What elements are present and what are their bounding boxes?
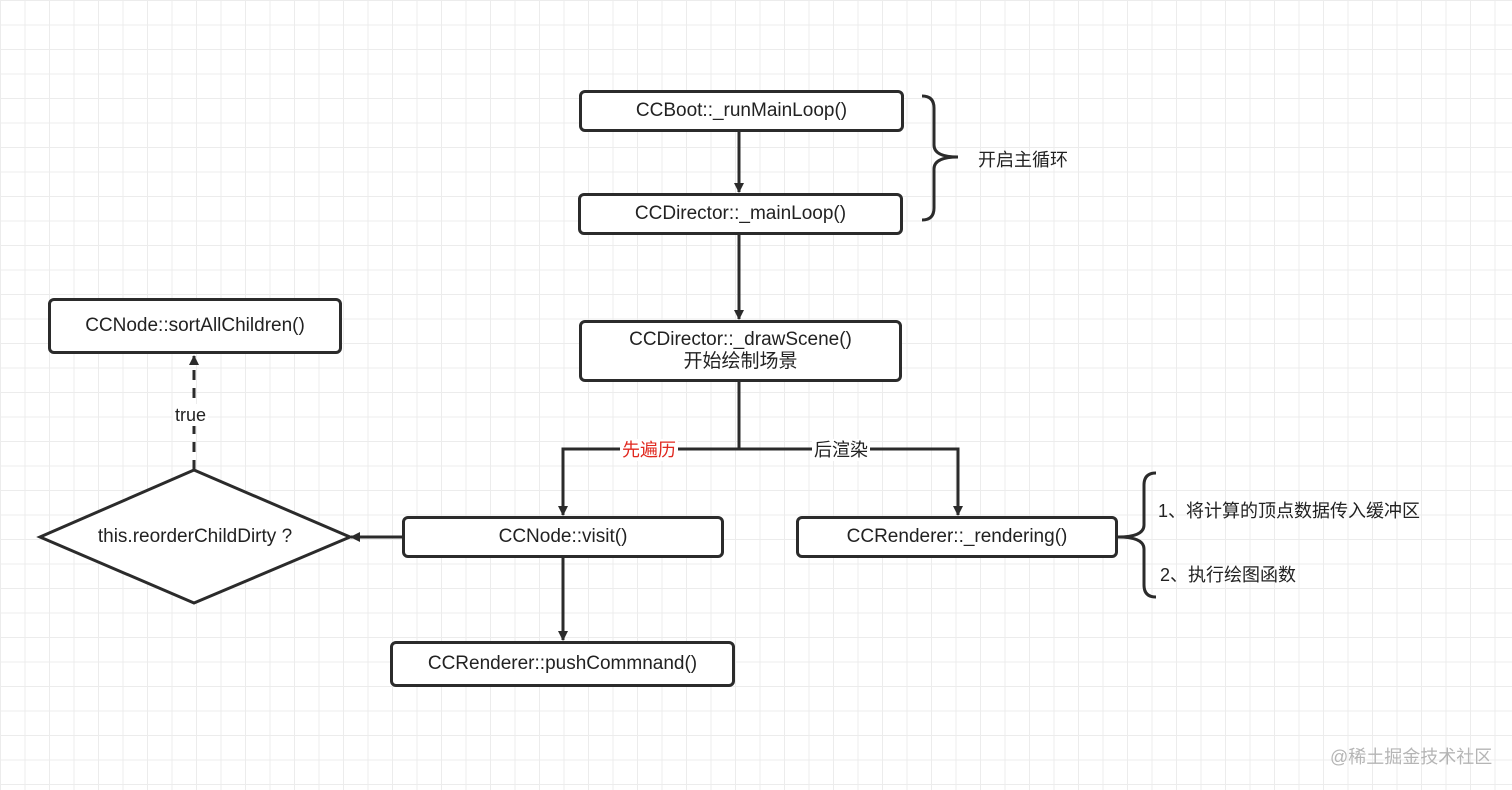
node-label: CCNode::visit() (498, 526, 628, 547)
node-main-loop: CCDirector::_mainLoop() (578, 193, 903, 235)
node-sublabel: 开始绘制场景 (683, 351, 798, 372)
node-run-main-loop: CCBoot::_runMainLoop() (579, 90, 904, 132)
node-visit: CCNode::visit() (402, 516, 724, 558)
note-main-loop: 开启主循环 (978, 150, 1068, 170)
brace-main-loop (921, 94, 959, 222)
node-sort-children: CCNode::sortAllChildren() (48, 298, 342, 354)
node-label: CCDirector::_mainLoop() (634, 203, 847, 224)
edge-label-traverse: 先遍历 (620, 439, 678, 461)
edge-label-render: 后渲染 (812, 439, 870, 461)
node-label: CCNode::sortAllChildren() (85, 315, 305, 336)
watermark: @稀土掘金技术社区 (1330, 747, 1493, 767)
node-label: CCBoot::_runMainLoop() (635, 100, 848, 121)
note-step1: 1、将计算的顶点数据传入缓冲区 (1158, 501, 1421, 521)
edge-label-true: true (173, 404, 209, 426)
node-label: CCDirector::_drawScene() (629, 329, 852, 350)
arrow-to-visit (558, 447, 739, 516)
node-rendering: CCRenderer::_rendering() (796, 516, 1118, 558)
decision-diamond (36, 468, 354, 605)
brace-rendering (1117, 471, 1157, 599)
node-push-command: CCRenderer::pushCommnand() (390, 641, 735, 687)
node-label: CCRenderer::_rendering() (846, 526, 1068, 547)
note-step2: 2、执行绘图函数 (1160, 565, 1297, 585)
decision-label: this.reorderChildDirty ? (97, 526, 293, 547)
node-label: CCRenderer::pushCommnand() (427, 653, 698, 674)
node-draw-scene: CCDirector::_drawScene()开始绘制场景 (579, 320, 902, 382)
